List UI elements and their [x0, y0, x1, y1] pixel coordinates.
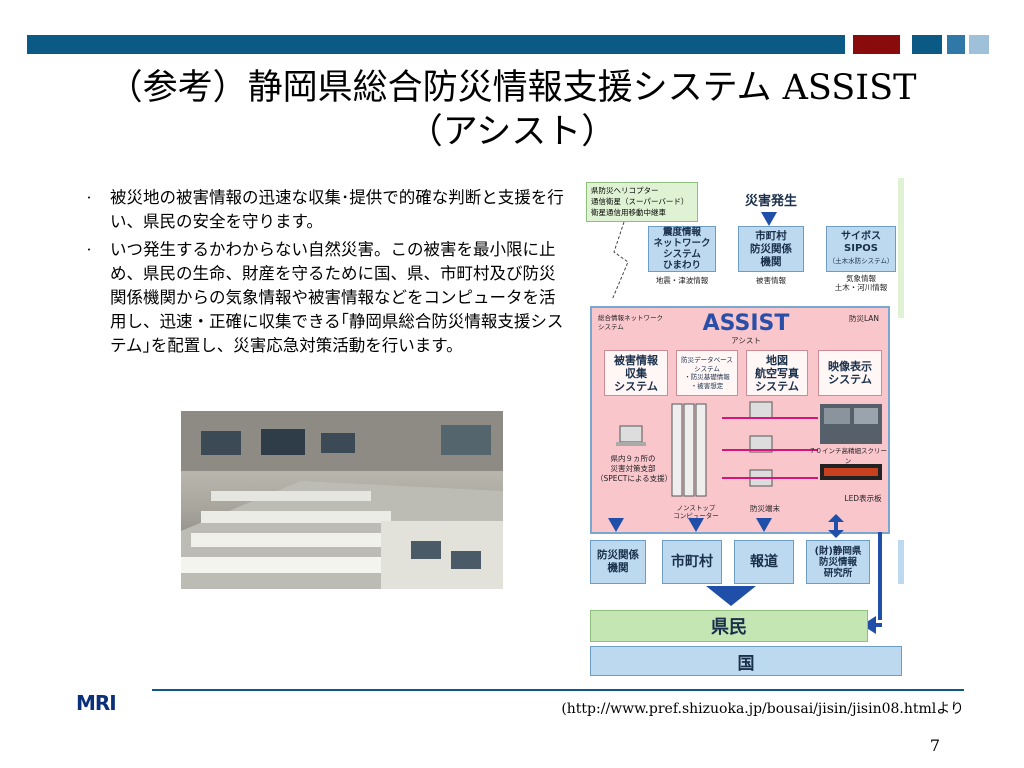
disaster-label: 災害発生: [744, 194, 797, 209]
page-number: 7: [929, 736, 940, 755]
helicopter-box: 県防災ヘリコプター 通信衛星（スーパーバード） 衛星通信用移動中継車: [586, 182, 698, 222]
bullet-list: ･ 被災地の被害情報の迅速な収集･提供で的確な判断と支援を行い、県民の安全を守り…: [86, 186, 566, 362]
accent-square-red: [853, 35, 900, 54]
footer-line: [152, 689, 964, 691]
control-room-illustration: [181, 411, 503, 589]
network-note: 総合情報ネットワーク システム: [598, 314, 663, 331]
himawari-box: 震度情報 ネットワーク システム ひまわり: [648, 226, 716, 272]
server-note: ノンストップ コンピューター: [673, 504, 719, 520]
heli-line-3: 衛星通信用移動中継車: [591, 208, 666, 217]
assist-kana: アシスト: [731, 336, 761, 345]
municipality-bottom-box: 市町村: [662, 540, 722, 584]
slide-title: （参考）静岡県総合防災情報支援システム ASSIST （アシスト）: [60, 66, 964, 154]
led-label: LED表示板: [844, 494, 882, 503]
assist-system-diagram: 県防災ヘリコプター 通信衛星（スーパーバード） 衛星通信用移動中継車 災害発生 …: [586, 178, 904, 676]
video-display-box: 映像表示 システム: [818, 350, 882, 396]
source-citation: (http://www.pref.shizuoka.jp/bousai/jisi…: [561, 701, 964, 717]
bullet-text: いつ発生するかわからない自然災害。この被害を最小限に止め、県民の生命、財産を守る…: [110, 240, 564, 355]
sipos-label: サイボス SIPOS: [841, 231, 881, 254]
press-box: 報道: [734, 540, 794, 584]
bullet-marker: ･: [86, 243, 93, 257]
bullet-text: 被災地の被害情報の迅速な収集･提供で的確な判断と支援を行い、県民の安全を守ります…: [110, 188, 564, 231]
equipment-illustration: [616, 401, 882, 497]
assist-core-box: 総合情報ネットワーク システム ASSIST アシスト 防災LAN 被害情報 収…: [590, 306, 890, 534]
mri-logo: MRI: [76, 691, 117, 715]
municipality-box: 市町村 防災関係 機関: [738, 226, 804, 272]
branch-note: 県内９ヵ所の 災害対策支部 （SPECTによる支援）: [596, 454, 673, 483]
heli-line-1: 県防災ヘリコプター: [591, 186, 659, 195]
sipos-sub: （土木水防システム）: [828, 257, 894, 265]
accent-square-blue-1: [912, 35, 942, 54]
right-edge-strip-2: [898, 540, 904, 584]
down-arrow-2: [688, 518, 704, 532]
right-edge-strip: [898, 178, 904, 318]
accent-square-blue-2: [947, 35, 965, 54]
accent-square-blue-3: [969, 35, 989, 54]
research-institute-box: (財)静岡県 防災情報 研究所: [806, 540, 870, 584]
caption-quake: 地震・津波情報: [655, 276, 709, 285]
disaster-arrow: [761, 212, 777, 226]
kenmin-side-arrow: [862, 616, 882, 634]
disaster-org-box: 防災関係 機関: [590, 540, 646, 584]
down-arrow-3: [756, 518, 772, 532]
map-aerial-box: 地図 航空写真 システム: [746, 350, 808, 396]
caption-damage: 被害情報: [756, 276, 786, 285]
damage-collection-box: 被害情報 収集 システム: [604, 350, 668, 396]
bidirectional-arrow: [828, 514, 844, 538]
assist-logo: ASSIST: [702, 311, 790, 336]
title-line-1: （参考）静岡県総合防災情報支援システム ASSIST: [107, 68, 917, 108]
citizens-bar: 県民: [590, 610, 868, 642]
right-vertical-line: [878, 532, 882, 620]
screen-label: ７０インチ高精細スクリーン: [809, 447, 887, 465]
database-box: 防災データベース システム ・防災基礎情報 ・被害想定: [676, 350, 738, 396]
down-arrow-1: [608, 518, 624, 532]
terminal-label: 防災端末: [750, 504, 780, 513]
national-bar: 国: [590, 646, 902, 676]
top-accent-bar: [27, 35, 845, 54]
bullet-item: ･ 被災地の被害情報の迅速な収集･提供で的確な判断と支援を行い、県民の安全を守り…: [86, 186, 566, 234]
lightning-line: [611, 222, 629, 301]
kenmin-arrow: [706, 586, 756, 606]
bullet-marker: ･: [86, 191, 93, 205]
heli-line-2: 通信衛星（スーパーバード）: [591, 197, 689, 206]
control-room-photo: [181, 411, 503, 589]
bullet-item: ･ いつ発生するかわからない自然災害。この被害を最小限に止め、県民の生命、財産を…: [86, 238, 566, 358]
sipos-box: サイボス SIPOS （土木水防システム）: [826, 226, 896, 272]
lan-label: 防災LAN: [848, 314, 880, 323]
title-line-2: （アシスト）: [407, 112, 617, 152]
caption-weather: 気象情報 土木・河川情報: [834, 274, 888, 292]
